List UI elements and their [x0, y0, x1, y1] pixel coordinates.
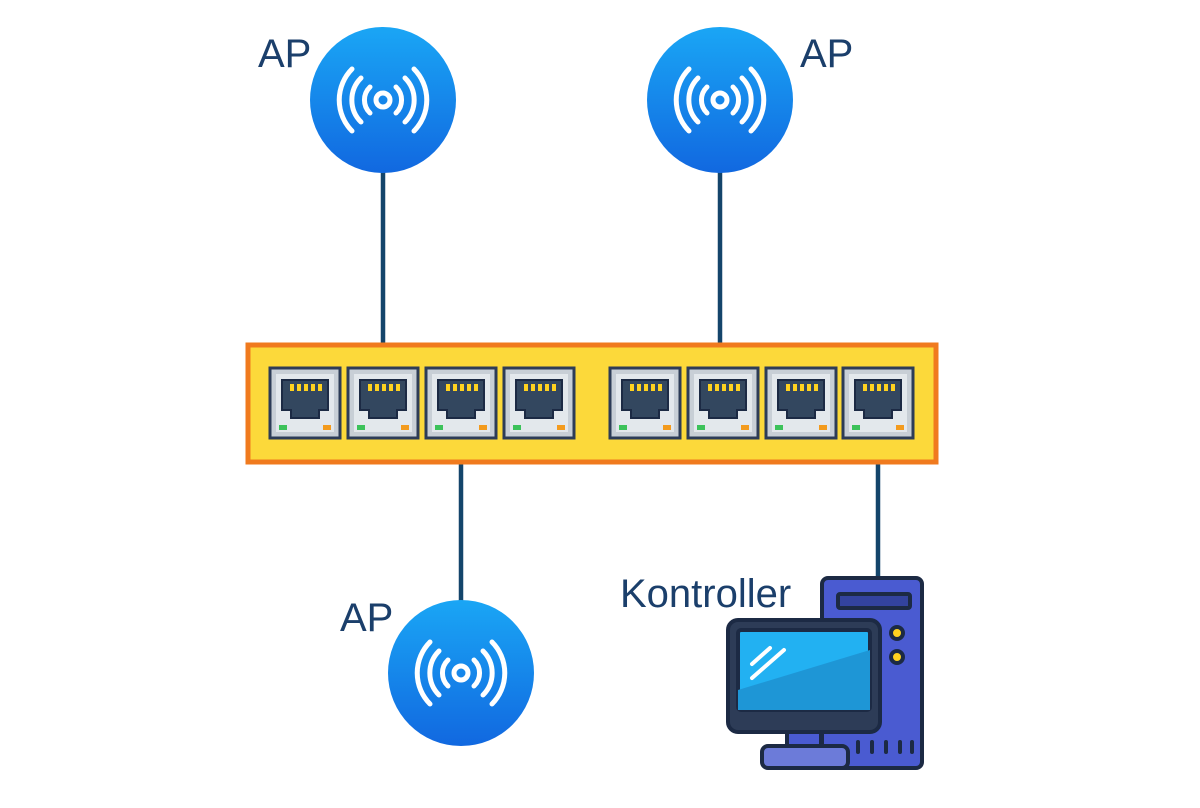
- ethernet-port-icon: [764, 366, 838, 440]
- ethernet-port-icon: [268, 366, 342, 440]
- ethernet-port-icon: [502, 366, 576, 440]
- network-switch: [245, 342, 939, 465]
- ethernet-port-icon: [686, 366, 760, 440]
- ethernet-port-icon: [346, 366, 420, 440]
- ap-1-label: AP: [258, 32, 312, 76]
- controller-label: Kontroller: [620, 572, 792, 616]
- ethernet-port-icon: [424, 366, 498, 440]
- switch-ports: [268, 366, 915, 440]
- ap-3-label: AP: [340, 596, 394, 640]
- wireless-signal-icon: [336, 66, 430, 134]
- ap-3-circle: [388, 600, 534, 746]
- wireless-signal-icon: [414, 639, 508, 707]
- desktop-computer-icon: [726, 576, 924, 770]
- wireless-signal-icon: [673, 66, 767, 134]
- ethernet-port-icon: [608, 366, 682, 440]
- access-point-ap-1: [310, 27, 456, 173]
- ap-2-label: AP: [800, 32, 854, 76]
- ap-2-circle: [647, 27, 793, 173]
- access-point-ap-2: [647, 27, 793, 173]
- ethernet-port-icon: [841, 366, 915, 440]
- monitor-icon: [726, 618, 882, 770]
- access-point-ap-3: [388, 600, 534, 746]
- ap-1-circle: [310, 27, 456, 173]
